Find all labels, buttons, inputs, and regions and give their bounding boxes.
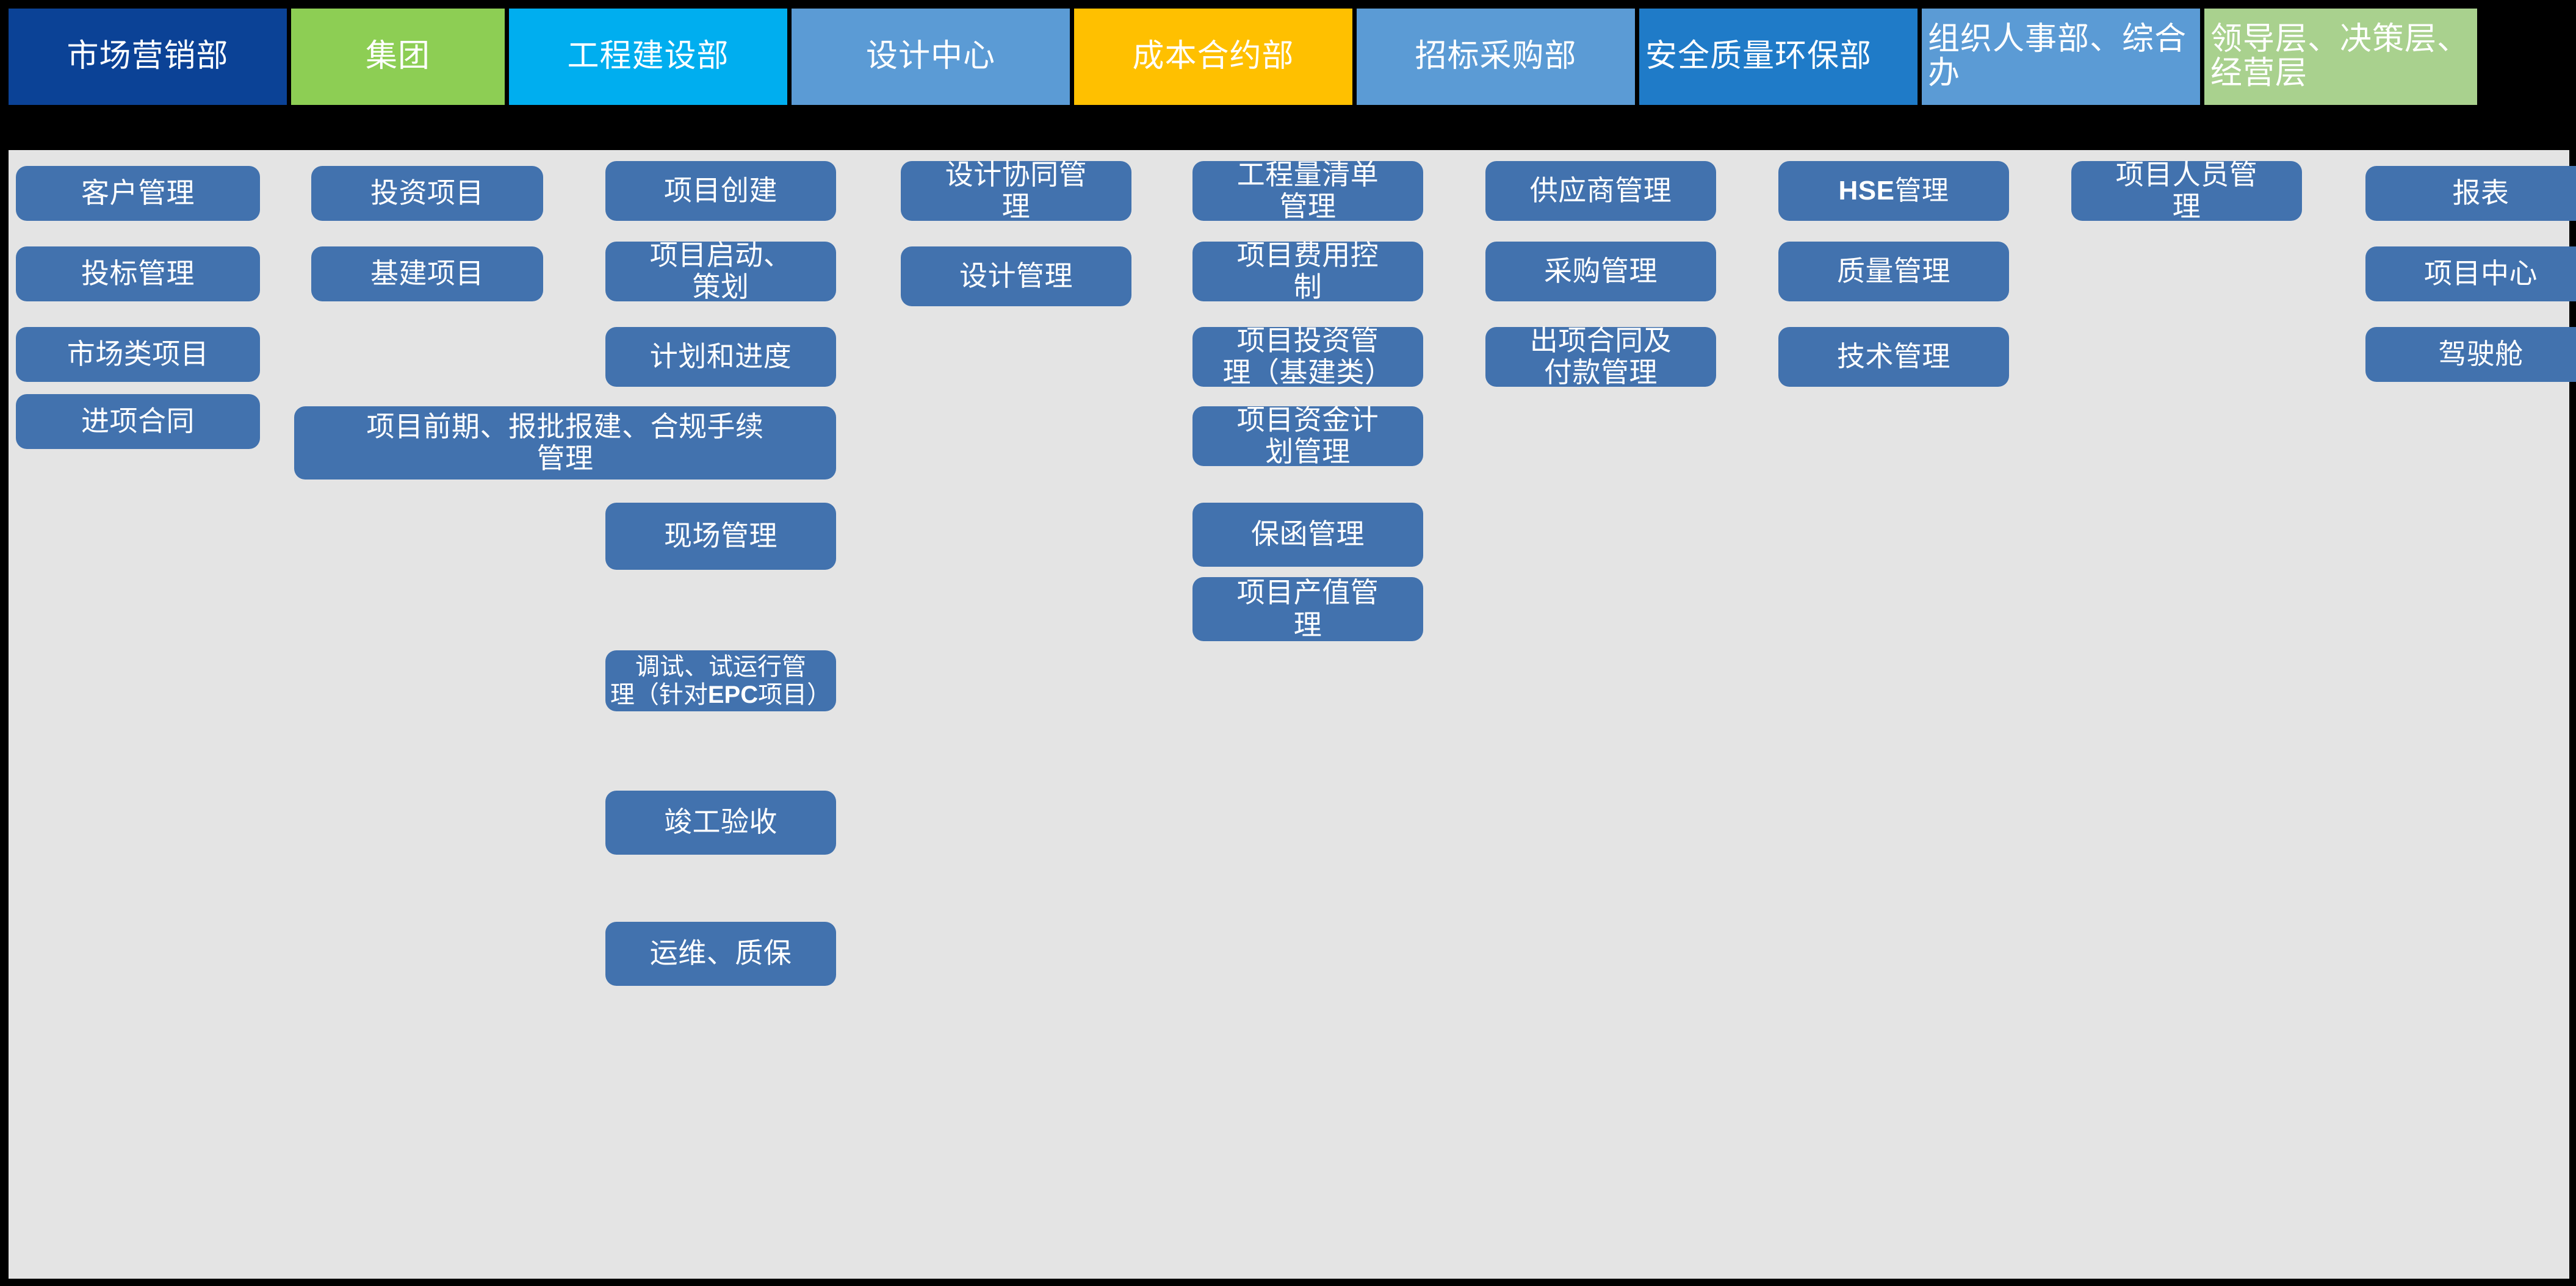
module-node-label: 设计管理: [959, 260, 1073, 292]
module-node[interactable]: 技术管理: [1778, 327, 2009, 387]
header-cell-label: 市场营销部: [67, 38, 229, 74]
module-node[interactable]: 竣工验收: [605, 791, 836, 855]
header-cell-2[interactable]: 集团: [291, 9, 505, 105]
module-node[interactable]: 调试、试运行管 理（针对EPC项目）: [605, 650, 836, 711]
module-columns: 客户管理投标管理市场类项目进项合同 投资项目基建项目 项目创建项目启动、 策划计划和…: [9, 150, 2576, 1279]
module-node-label: 投资项目: [370, 177, 484, 209]
module-node-label: 供应商管理: [1529, 174, 1672, 206]
module-node[interactable]: 设计管理: [901, 246, 1131, 306]
module-node[interactable]: 现场管理: [605, 503, 836, 570]
module-node-label: 项目前期、报批报建、合规手续 管理: [366, 411, 764, 474]
module-node-label: 出项合同及 付款管理: [1529, 325, 1672, 388]
module-node-label: 项目创建: [664, 174, 777, 206]
module-node[interactable]: 项目创建: [605, 161, 836, 221]
module-node-label: 采购管理: [1544, 255, 1658, 287]
header-cell-label: 集团: [365, 38, 430, 74]
module-node[interactable]: 项目中心: [2365, 246, 2576, 301]
module-node[interactable]: 采购管理: [1485, 242, 1716, 301]
module-node[interactable]: 项目资金计 划管理: [1192, 404, 1423, 467]
module-node[interactable]: 投资项目: [311, 166, 543, 221]
module-node-label: 项目中心: [2424, 257, 2538, 289]
module-node-label: 质量管理: [1837, 255, 1950, 287]
module-node[interactable]: 基建项目: [311, 246, 543, 301]
module-node[interactable]: 供应商管理: [1485, 161, 1716, 221]
module-node[interactable]: 运维、质保: [605, 922, 836, 986]
module-node[interactable]: 驾驶舱: [2365, 327, 2576, 382]
module-node-label: 竣工验收: [664, 806, 777, 838]
header-cell-7[interactable]: 安全质量环保部: [1639, 9, 1918, 105]
header-cell-label: 设计中心: [865, 38, 995, 74]
header-cell-8[interactable]: 组织人事部、综合办: [1922, 9, 2200, 105]
module-node-label: 工程量清单 管理: [1236, 159, 1379, 222]
module-node-label: 客户管理: [81, 177, 195, 209]
module-node-label: 调试、试运行管 理（针对EPC项目）: [610, 652, 832, 708]
header-cell-5[interactable]: 成本合约部: [1074, 9, 1352, 105]
module-node[interactable]: 项目人员管 理: [2071, 159, 2302, 222]
header-cell-1[interactable]: 市场营销部: [9, 9, 287, 105]
module-node-label: 驾驶舱: [2438, 338, 2524, 370]
header-cell-label: 成本合约部: [1132, 38, 1294, 74]
module-node[interactable]: 设计协同管 理: [901, 159, 1131, 222]
header-cell-9[interactable]: 领导层、决策层、经营层: [2204, 9, 2477, 105]
module-node[interactable]: 项目投资管 理（基建类）: [1192, 325, 1423, 388]
module-node-label: 运维、质保: [649, 938, 792, 969]
module-node-label: 项目启动、 策划: [649, 239, 792, 303]
header-cell-label: 领导层、决策层、经营层: [2210, 21, 2470, 91]
module-node[interactable]: 投标管理: [16, 246, 260, 301]
module-node-label: 计划和进度: [649, 340, 792, 372]
module-node[interactable]: 项目前期、报批报建、合规手续 管理: [294, 406, 836, 480]
module-node-label: 投标管理: [81, 257, 195, 289]
module-node-label: 保函管理: [1251, 519, 1365, 550]
module-node[interactable]: 保函管理: [1192, 503, 1423, 567]
module-node-label: 项目产值管 理: [1236, 577, 1379, 641]
module-node-label: 项目费用控 制: [1236, 239, 1379, 303]
module-node-label: 市场类项目: [67, 338, 209, 370]
module-node-label: 项目资金计 划管理: [1236, 404, 1379, 467]
module-node[interactable]: 市场类项目: [16, 327, 260, 382]
header-cell-label: 工程建设部: [567, 38, 729, 74]
module-node[interactable]: 工程量清单 管理: [1192, 159, 1423, 222]
module-node[interactable]: 计划和进度: [605, 327, 836, 387]
module-node-label: 设计协同管 理: [945, 159, 1088, 222]
module-node-label: 基建项目: [370, 257, 484, 289]
module-node[interactable]: 进项合同: [16, 394, 260, 449]
module-panel: 客户管理投标管理市场类项目进项合同 投资项目基建项目 项目创建项目启动、 策划计划和…: [9, 150, 2576, 1279]
header-cell-label: 安全质量环保部: [1645, 38, 1872, 74]
module-node[interactable]: 项目启动、 策划: [605, 239, 836, 303]
module-node[interactable]: 出项合同及 付款管理: [1485, 325, 1716, 388]
module-node[interactable]: HSE管理: [1778, 161, 2009, 221]
module-node[interactable]: 项目产值管 理: [1192, 577, 1423, 641]
module-node-label: 现场管理: [664, 520, 777, 551]
module-node[interactable]: 报表: [2365, 166, 2576, 221]
header-cell-label: 招标采购部: [1415, 38, 1577, 74]
module-node-label: 项目投资管 理（基建类）: [1222, 325, 1393, 388]
module-node[interactable]: 客户管理: [16, 166, 260, 221]
module-node-label: 报表: [2452, 177, 2509, 209]
header-cell-6[interactable]: 招标采购部: [1357, 9, 1635, 105]
module-node-label: 进项合同: [81, 405, 195, 437]
header-cell-label: 组织人事部、综合办: [1928, 21, 2187, 91]
header-cell-3[interactable]: 工程建设部: [509, 9, 787, 105]
module-node-label: 技术管理: [1837, 340, 1950, 372]
module-node[interactable]: 项目费用控 制: [1192, 239, 1423, 303]
module-node[interactable]: 质量管理: [1778, 242, 2009, 301]
module-node-label: HSE管理: [1838, 175, 1949, 206]
header-cell-4[interactable]: 设计中心: [792, 9, 1070, 105]
module-node-label: 项目人员管 理: [2115, 159, 2258, 222]
department-header-bar: 市场营销部 集团 工程建设部 设计中心 成本合约部 招标采购部 安全质量环保部 组织人事部、综…: [9, 9, 2569, 105]
